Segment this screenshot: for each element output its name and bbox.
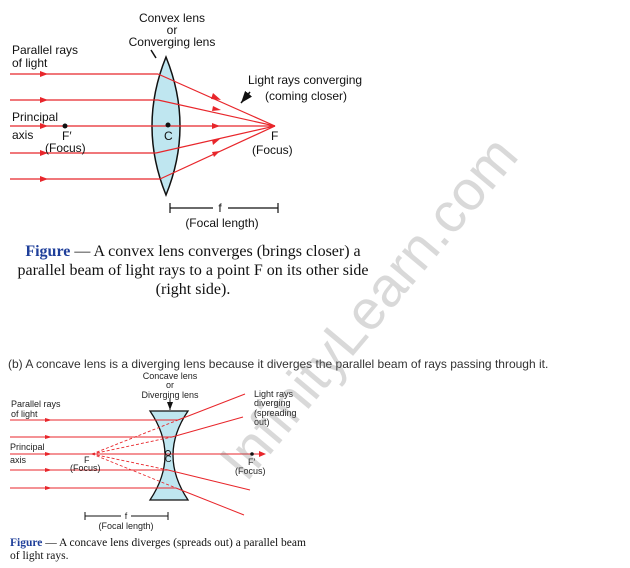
principal-label: Principal bbox=[12, 110, 58, 124]
focal-length-label: (Focal length) bbox=[185, 216, 258, 230]
lens-label-2: Diverging lens bbox=[141, 390, 199, 400]
incident-rays bbox=[10, 73, 276, 180]
lens-label: Concave lens bbox=[143, 371, 198, 381]
diverging-label-3: (spreading bbox=[254, 408, 297, 418]
f-prime-label: F′ bbox=[248, 457, 255, 467]
lens-label: Convex lens bbox=[139, 11, 205, 25]
f-label: F bbox=[271, 129, 278, 143]
axis-label: axis bbox=[12, 128, 33, 142]
focal-length-label: (Focal length) bbox=[98, 521, 153, 531]
focus-right-label: (Focus) bbox=[235, 466, 266, 476]
ray-arrowheads bbox=[40, 71, 221, 182]
focus-left-label: (Focus) bbox=[45, 141, 86, 155]
convex-lens-diagram: Convex lens or Converging lens Parallel … bbox=[10, 11, 362, 230]
center-point bbox=[165, 450, 171, 456]
parallel-rays-label: Parallel rays bbox=[12, 43, 78, 57]
focus-left-label: (Focus) bbox=[70, 463, 101, 473]
lens-label-2: Converging lens bbox=[129, 35, 216, 49]
diverging-label-4: out) bbox=[254, 417, 270, 427]
figure-1-caption: Figure — A convex lens converges (brings… bbox=[8, 242, 378, 299]
f-prime-label: F′ bbox=[62, 129, 72, 143]
f-symbol: f bbox=[218, 201, 222, 215]
parallel-rays-label-2: of light bbox=[12, 56, 48, 70]
concave-lens-paragraph: (b) A concave lens is a diverging lens b… bbox=[8, 357, 549, 371]
caption-text: — A concave lens diverges (spreads out) … bbox=[10, 537, 306, 562]
parallel-rays-label: Parallel rays bbox=[11, 399, 61, 409]
figure-label: Figure bbox=[25, 243, 71, 260]
caption-text: — A convex lens converges (brings closer… bbox=[17, 243, 369, 298]
lens-pointer-arrow bbox=[150, 49, 157, 59]
f-prime-point bbox=[250, 452, 254, 456]
lens-label-or: or bbox=[166, 380, 174, 390]
concave-lens-diagram: Concave lens or Diverging lens Parallel … bbox=[10, 371, 297, 531]
virtual-rays bbox=[91, 419, 179, 489]
converging-label: Light rays converging bbox=[248, 73, 362, 87]
axis-label: axis bbox=[10, 455, 27, 465]
center-label: C bbox=[165, 454, 172, 464]
figure-label: Figure bbox=[10, 537, 43, 549]
focus-right-label: (Focus) bbox=[252, 143, 293, 157]
lens-label-or: or bbox=[167, 23, 178, 37]
converging-label-2: (coming closer) bbox=[265, 89, 347, 103]
focal-length-bar bbox=[84, 512, 169, 520]
f-label: F bbox=[84, 455, 90, 465]
figure-2-caption: Figure — A concave lens diverges (spread… bbox=[10, 537, 310, 563]
parallel-rays-label-2: of light bbox=[11, 409, 38, 419]
diverging-label-2: diverging bbox=[254, 398, 291, 408]
converging-pointer-arrow bbox=[240, 90, 253, 104]
rays bbox=[10, 393, 265, 516]
f-prime-point bbox=[62, 123, 68, 129]
diverging-label: Light rays bbox=[254, 389, 294, 399]
center-point bbox=[165, 122, 171, 128]
principal-label: Principal bbox=[10, 442, 45, 452]
center-label: C bbox=[164, 129, 173, 143]
focal-length-bar bbox=[169, 203, 279, 213]
f-symbol: f bbox=[125, 511, 128, 521]
